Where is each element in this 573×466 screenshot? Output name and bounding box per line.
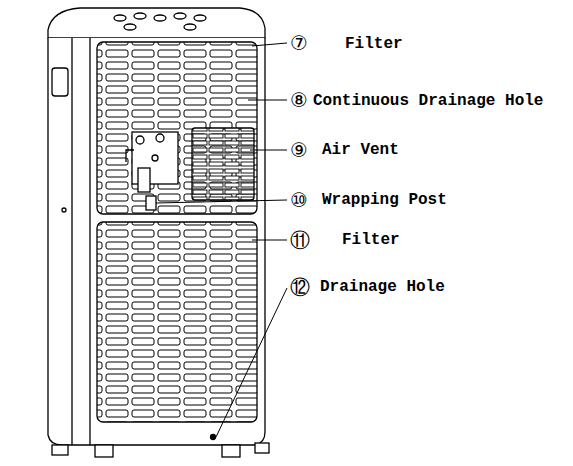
callout-number: ⑫: [290, 277, 310, 297]
callout-number: ⑧: [290, 90, 308, 110]
callout-number: ⑩: [290, 190, 308, 210]
callout-number: ⑨: [290, 140, 308, 160]
callout-number: ⑦: [290, 33, 308, 53]
part-name: Continuous Drainage Hole: [313, 93, 543, 109]
part-name: Drainage Hole: [320, 279, 445, 295]
part-name: Wrapping Post: [322, 192, 447, 208]
part-name: Filter: [345, 36, 403, 52]
part-name: Air Vent: [322, 142, 399, 158]
callout-number: ⑪: [290, 230, 310, 250]
part-name: Filter: [342, 232, 400, 248]
